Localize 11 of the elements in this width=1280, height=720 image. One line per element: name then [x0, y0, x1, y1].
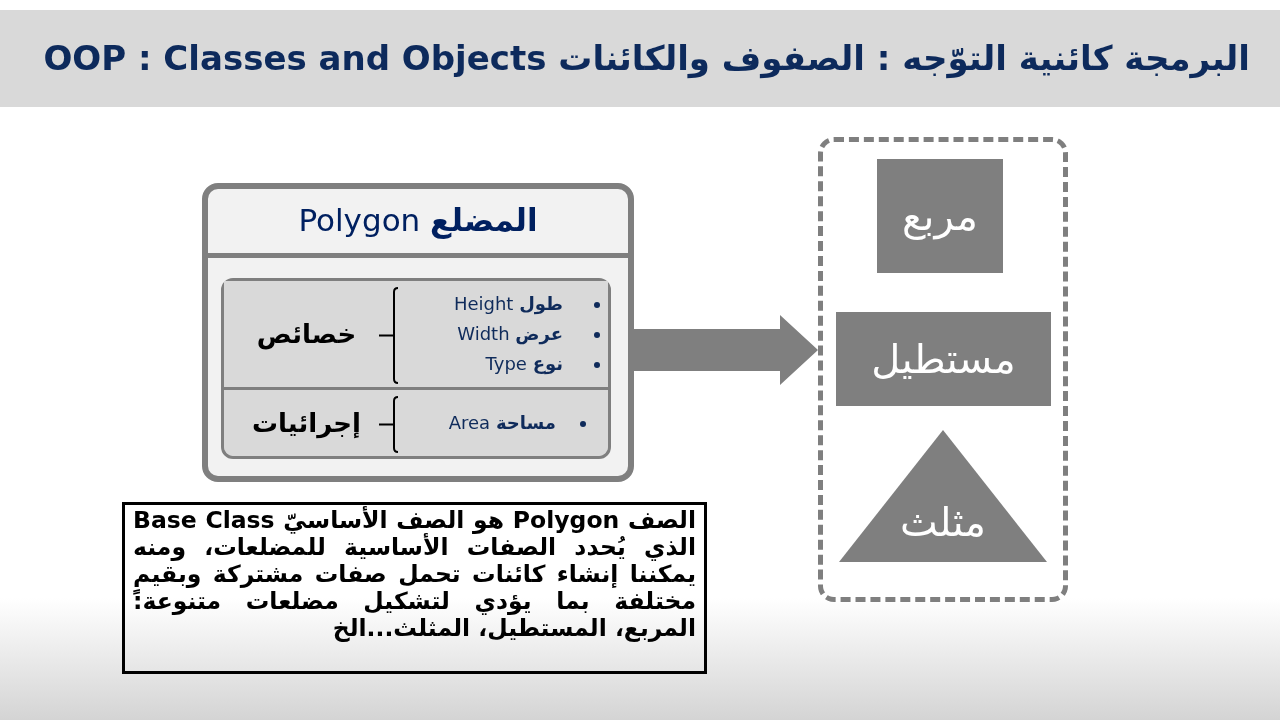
inner-panel	[221, 278, 611, 459]
section-label: خصائص	[255, 318, 358, 352]
title-bar: البرمجة كائنية التوّجه : الصفوف والكائنات OOP : Classes and Objects	[0, 10, 1280, 107]
rectangle-shape: مستطيل	[836, 312, 1051, 406]
class-box	[202, 183, 634, 482]
section-label: إجرائيات	[251, 407, 362, 441]
compartment	[224, 281, 608, 390]
square-shape: مربع	[877, 159, 1003, 273]
block-arrow	[634, 315, 818, 385]
description-box: الصف Polygon هو الصف الأساسيّ Base Class الذي يُحدد الصفات الأساسية للمضلعات، ومنه يمكننا إنشاء كائنات تحمل صفات مشتركة وبقيمٍ مختلفة بما يؤدي لتشكيل مضلعات متنوعة: المربع، المستطيل، المثلث...الخ	[122, 502, 707, 674]
dashed-group-box	[818, 137, 1068, 602]
